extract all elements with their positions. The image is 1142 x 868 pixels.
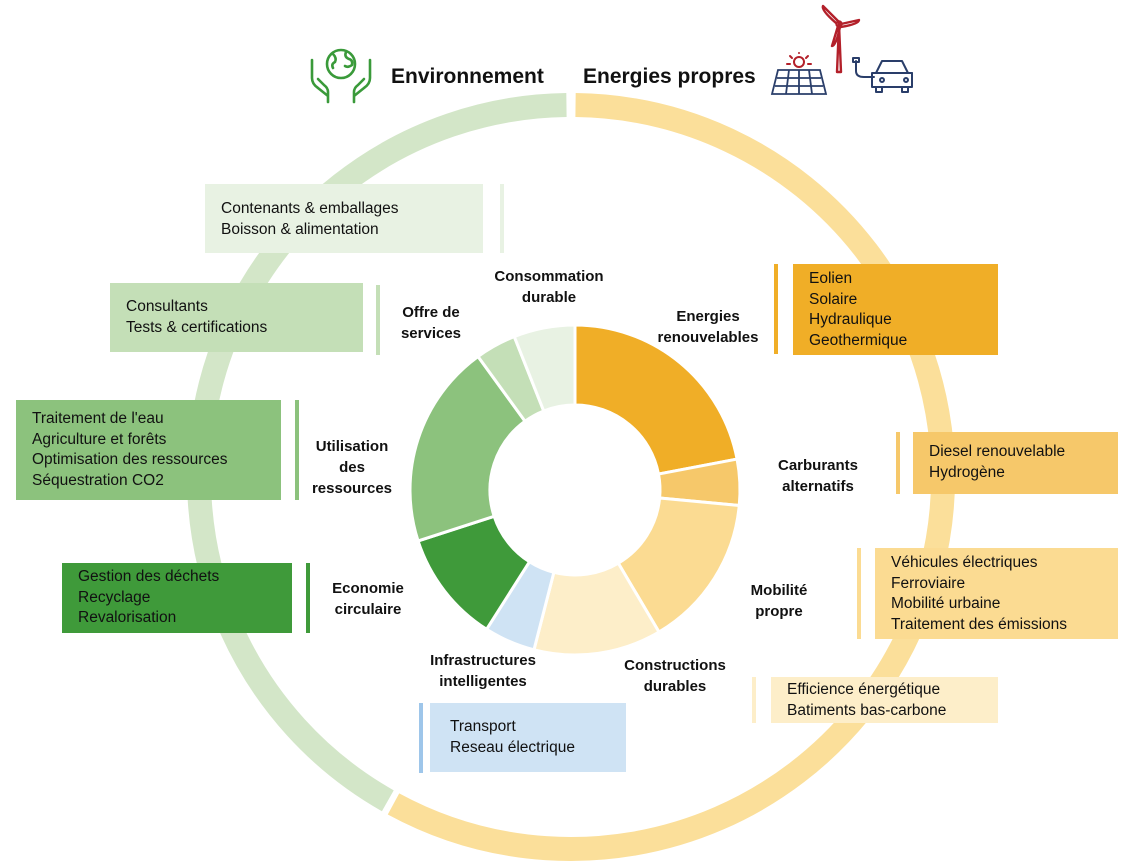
box-item: Traitement des émissions xyxy=(891,615,1068,633)
segment-label-constructions: Constructions durables xyxy=(605,655,745,697)
label-line: Carburants xyxy=(777,457,859,474)
divider-bar xyxy=(500,184,504,253)
environment-ring xyxy=(187,93,567,812)
wind-turbine-icon xyxy=(821,4,861,74)
segment-label-economie: Economie circulaire xyxy=(318,578,418,620)
label-line: Consommation xyxy=(494,268,604,285)
segment-label-carburants: Carburants alternatifs xyxy=(758,455,878,497)
box-item: Séquestration CO2 xyxy=(32,471,164,489)
box-item: Contenants & emballages xyxy=(221,200,399,217)
box-item: Mobilité urbaine xyxy=(891,595,1001,612)
box-item: Boisson & alimentation xyxy=(221,220,379,238)
box-constructions: Efficience énergétique Batiments bas-car… xyxy=(771,677,998,723)
label-line: durables xyxy=(643,678,707,695)
divider-bar xyxy=(376,285,380,355)
clean-energy-header: Energies propres xyxy=(583,65,756,88)
divider-bar xyxy=(419,703,423,773)
label-line: circulaire xyxy=(334,601,402,618)
label-line: renouvelables xyxy=(657,329,759,346)
box-item: Ferroviaire xyxy=(891,574,966,592)
divider-bar xyxy=(896,432,900,494)
segment-label-ressources: Utilisation des ressources xyxy=(296,436,408,499)
label-line: des xyxy=(339,459,365,476)
label-line: Mobilité xyxy=(750,582,808,599)
environment-header: Environnement xyxy=(391,65,544,88)
box-item: Reseau électrique xyxy=(450,738,575,756)
box-mobilite: Véhicules électriques Ferroviaire Mobili… xyxy=(875,548,1118,639)
box-item: Hydraulique xyxy=(809,311,892,328)
box-item: Recyclage xyxy=(78,588,151,606)
donut-slice-renouvelables xyxy=(573,323,739,476)
divider-bar xyxy=(774,264,778,354)
label-line: services xyxy=(400,325,462,342)
divider-bar xyxy=(752,677,756,723)
label-line: intelligentes xyxy=(439,673,527,690)
divider-bar xyxy=(306,563,310,633)
electric-car-icon xyxy=(852,57,913,93)
label-line: Utilisation xyxy=(315,438,389,455)
box-item: Transport xyxy=(450,718,516,735)
segment-label-mobilite: Mobilité propre xyxy=(733,580,825,622)
box-services: Consultants Tests & certifications xyxy=(110,283,363,352)
segment-label-consommation: Consommation durable xyxy=(474,266,624,308)
box-infrastructures: Transport Reseau électrique xyxy=(430,703,626,772)
segment-label-infrastructures: Infrastructures intelligentes xyxy=(410,650,556,692)
label-line: Offre de xyxy=(402,304,460,321)
box-consommation: Contenants & emballages Boisson & alimen… xyxy=(205,184,483,253)
box-item: Hydrogène xyxy=(929,463,1005,481)
box-item: Tests & certifications xyxy=(126,318,268,336)
box-carburants: Diesel renouvelable Hydrogène xyxy=(913,432,1118,494)
label-line: durable xyxy=(521,289,577,306)
box-item: Véhicules électriques xyxy=(891,554,1038,571)
label-line: propre xyxy=(755,603,803,620)
label-line: Infrastructures xyxy=(430,652,536,669)
box-item: Efficience énergétique xyxy=(787,681,941,698)
label-line: Economie xyxy=(332,580,404,597)
donut-slice-ressources xyxy=(408,354,528,543)
label-line: alternatifs xyxy=(782,478,854,495)
box-item: Diesel renouvelable xyxy=(929,443,1066,460)
box-item: Traitement de l'eau xyxy=(32,410,164,427)
divider-bar xyxy=(295,400,299,500)
label-line: Constructions xyxy=(624,657,726,674)
box-item: Geothermique xyxy=(809,331,908,349)
box-item: Optimisation des ressources xyxy=(32,451,228,468)
box-item: Consultants xyxy=(126,298,208,315)
segment-label-services: Offre de services xyxy=(386,302,476,344)
box-item: Solaire xyxy=(809,290,858,308)
donut-slice-consommation xyxy=(512,323,577,413)
box-item: Gestion des déchets xyxy=(78,568,220,585)
segment-label-renouvelables: Energies renouvelables xyxy=(638,306,778,348)
divider-bar xyxy=(857,548,861,639)
sector-donut xyxy=(408,323,742,657)
box-ressources: Traitement de l'eau Agriculture et forêt… xyxy=(16,400,281,500)
label-line: ressources xyxy=(311,480,393,497)
box-item: Revalorisation xyxy=(78,609,177,626)
hands-globe-icon xyxy=(310,48,372,104)
box-item: Batiments bas-carbone xyxy=(787,701,947,719)
solar-panel-icon xyxy=(770,52,828,95)
box-item: Agriculture et forêts xyxy=(32,430,167,448)
box-item: Eolien xyxy=(809,270,853,287)
label-line: Energies xyxy=(676,308,740,325)
box-economie: Gestion des déchets Recyclage Revalorisa… xyxy=(62,563,292,633)
box-renouvelables: Eolien Solaire Hydraulique Geothermique xyxy=(793,264,998,355)
